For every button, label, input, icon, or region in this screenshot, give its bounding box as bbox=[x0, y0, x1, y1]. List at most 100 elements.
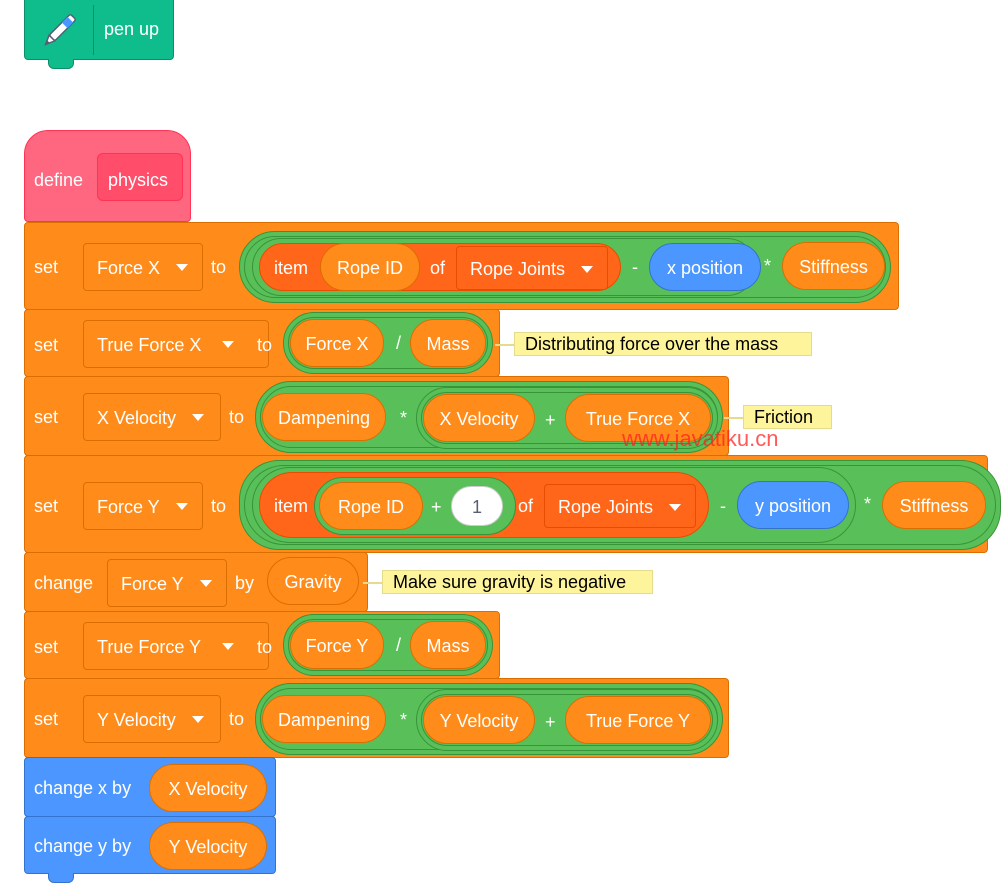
force-x-reporter[interactable]: Force X bbox=[290, 319, 384, 367]
add-operator[interactable]: Y Velocity + True Force Y bbox=[416, 689, 718, 751]
define-name-slot[interactable]: physics bbox=[97, 153, 183, 201]
pen-icon bbox=[37, 9, 81, 53]
variable-dropdown[interactable]: Y Velocity bbox=[83, 695, 221, 743]
rope-id-reporter[interactable]: Rope ID bbox=[320, 243, 420, 291]
change-x-by-block[interactable]: change x by X Velocity bbox=[24, 757, 276, 817]
variable-name: True Force Y bbox=[97, 637, 202, 657]
comment-friction[interactable]: Friction bbox=[724, 405, 832, 429]
gravity-reporter[interactable]: Gravity bbox=[267, 557, 359, 605]
force-y-reporter[interactable]: Force Y bbox=[290, 621, 384, 669]
divide-operator[interactable]: Force Y / Mass bbox=[283, 614, 493, 676]
add-operator[interactable]: X Velocity + True Force X bbox=[416, 387, 718, 449]
set-true-force-x-block[interactable]: set True Force X to Force X / Mass bbox=[24, 309, 500, 377]
variable-dropdown[interactable]: X Velocity bbox=[83, 393, 221, 441]
define-block[interactable]: define physics bbox=[24, 130, 191, 222]
set-x-velocity-block[interactable]: set X Velocity to Dampening * X Velocity… bbox=[24, 376, 729, 456]
variable-name: Force X bbox=[97, 258, 161, 278]
x-position-reporter[interactable]: x position bbox=[649, 243, 761, 291]
to-keyword: to bbox=[229, 407, 245, 427]
item-of-list-reporter[interactable]: item Rope ID of Rope Joints bbox=[259, 243, 621, 291]
x-velocity-label: X Velocity bbox=[439, 409, 519, 429]
to-keyword: to bbox=[211, 496, 227, 516]
pen-divider bbox=[93, 5, 94, 55]
watermark-text: www.javatiku.cn bbox=[622, 426, 779, 451]
dropdown-arrow-icon bbox=[200, 580, 212, 587]
y-position-reporter[interactable]: y position bbox=[737, 481, 849, 529]
divide-sign: / bbox=[396, 635, 402, 655]
variable-dropdown[interactable]: Force X bbox=[83, 243, 203, 291]
y-velocity-label: Y Velocity bbox=[168, 837, 248, 857]
divide-operator[interactable]: Force X / Mass bbox=[283, 312, 493, 374]
set-keyword: set bbox=[34, 637, 59, 657]
list-dropdown[interactable]: Rope Joints bbox=[456, 246, 608, 290]
pen-up-block[interactable]: pen up bbox=[24, 0, 174, 60]
mass-reporter[interactable]: Mass bbox=[410, 319, 486, 367]
item-keyword: item bbox=[274, 496, 309, 516]
comment-text: Make sure gravity is negative bbox=[393, 572, 627, 592]
multiply-operator[interactable]: item Rope ID + 1 of Rope Joints - bbox=[239, 460, 1001, 550]
dropdown-arrow-icon bbox=[176, 264, 188, 271]
rope-id-reporter[interactable]: Rope ID bbox=[319, 482, 423, 530]
set-force-y-block[interactable]: set Force Y to item Rope ID + 1 of bbox=[24, 455, 1001, 553]
multiply-operator[interactable]: Dampening * X Velocity + True Force X bbox=[255, 381, 723, 453]
dropdown-arrow-icon bbox=[222, 643, 234, 650]
stiffness-reporter[interactable]: Stiffness bbox=[782, 242, 885, 290]
item-of-list-reporter[interactable]: item Rope ID + 1 of Rope Joints bbox=[259, 472, 709, 538]
dampening-reporter[interactable]: Dampening bbox=[262, 393, 386, 441]
define-name-label: physics bbox=[108, 170, 169, 190]
y-velocity-reporter[interactable]: Y Velocity bbox=[149, 822, 267, 870]
dropdown-arrow-icon bbox=[192, 716, 204, 723]
list-name: Rope Joints bbox=[470, 259, 566, 279]
subtract-operator[interactable]: item Rope ID + 1 of Rope Joints - bbox=[252, 467, 856, 543]
dampening-label: Dampening bbox=[277, 408, 371, 428]
operator-outline bbox=[421, 694, 713, 746]
set-force-x-block[interactable]: set Force X to item Rope ID of Rope Join… bbox=[24, 222, 899, 310]
comment-gravity-negative[interactable]: Make sure gravity is negative bbox=[363, 570, 653, 594]
change-y-by-label: change y by bbox=[34, 836, 132, 856]
true-force-x-label: True Force X bbox=[585, 409, 691, 429]
x-velocity-reporter[interactable]: X Velocity bbox=[423, 394, 535, 442]
set-y-velocity-block[interactable]: set Y Velocity to Dampening * Y Velocity… bbox=[24, 678, 729, 758]
plus-sign: + bbox=[545, 410, 556, 430]
list-dropdown[interactable]: Rope Joints bbox=[544, 484, 696, 528]
by-keyword: by bbox=[235, 573, 255, 593]
set-true-force-y-block[interactable]: set True Force Y to Force Y / Mass bbox=[24, 611, 500, 679]
stiffness-reporter[interactable]: Stiffness bbox=[882, 481, 986, 529]
comment-connector bbox=[495, 344, 515, 346]
true-force-x-reporter[interactable]: True Force X bbox=[565, 394, 711, 442]
comment-connector bbox=[724, 417, 744, 419]
set-keyword: set bbox=[34, 709, 59, 729]
dampening-reporter[interactable]: Dampening bbox=[262, 695, 386, 743]
mass-label: Mass bbox=[426, 636, 470, 656]
subtract-operator[interactable]: item Rope ID of Rope Joints - x position bbox=[252, 238, 761, 296]
number-value: 1 bbox=[471, 497, 482, 517]
change-force-y-block[interactable]: change Force Y by Gravity bbox=[24, 552, 368, 612]
mass-reporter[interactable]: Mass bbox=[410, 621, 486, 669]
force-x-label: Force X bbox=[305, 334, 369, 354]
true-force-y-reporter[interactable]: True Force Y bbox=[565, 696, 711, 744]
y-velocity-reporter[interactable]: Y Velocity bbox=[423, 696, 535, 744]
add-operator[interactable]: Rope ID + 1 bbox=[314, 477, 516, 535]
change-y-by-block[interactable]: change y by Y Velocity bbox=[24, 816, 276, 874]
dropdown-arrow-icon bbox=[192, 414, 204, 421]
variable-name: True Force X bbox=[97, 335, 202, 355]
variable-dropdown[interactable]: Force Y bbox=[83, 482, 203, 530]
variable-dropdown[interactable]: True Force Y bbox=[83, 622, 269, 670]
comment-distributing-force[interactable]: Distributing force over the mass bbox=[495, 332, 812, 356]
times-sign: * bbox=[400, 408, 408, 428]
x-velocity-reporter[interactable]: X Velocity bbox=[149, 764, 267, 812]
gravity-label: Gravity bbox=[284, 572, 342, 592]
mass-label: Mass bbox=[426, 334, 470, 354]
variable-dropdown[interactable]: Force Y bbox=[107, 559, 227, 607]
number-input[interactable]: 1 bbox=[451, 486, 503, 526]
of-keyword: of bbox=[430, 258, 446, 278]
item-keyword: item bbox=[274, 258, 309, 278]
x-velocity-label: X Velocity bbox=[168, 779, 248, 799]
x-position-label: x position bbox=[666, 258, 744, 278]
variable-name: Force Y bbox=[121, 574, 184, 594]
multiply-operator[interactable]: Dampening * Y Velocity + True Force Y bbox=[255, 683, 723, 755]
multiply-operator[interactable]: item Rope ID of Rope Joints - x position… bbox=[239, 231, 891, 303]
variable-dropdown[interactable]: True Force X bbox=[83, 320, 269, 368]
operator-outline bbox=[288, 619, 488, 671]
set-keyword: set bbox=[34, 407, 59, 427]
